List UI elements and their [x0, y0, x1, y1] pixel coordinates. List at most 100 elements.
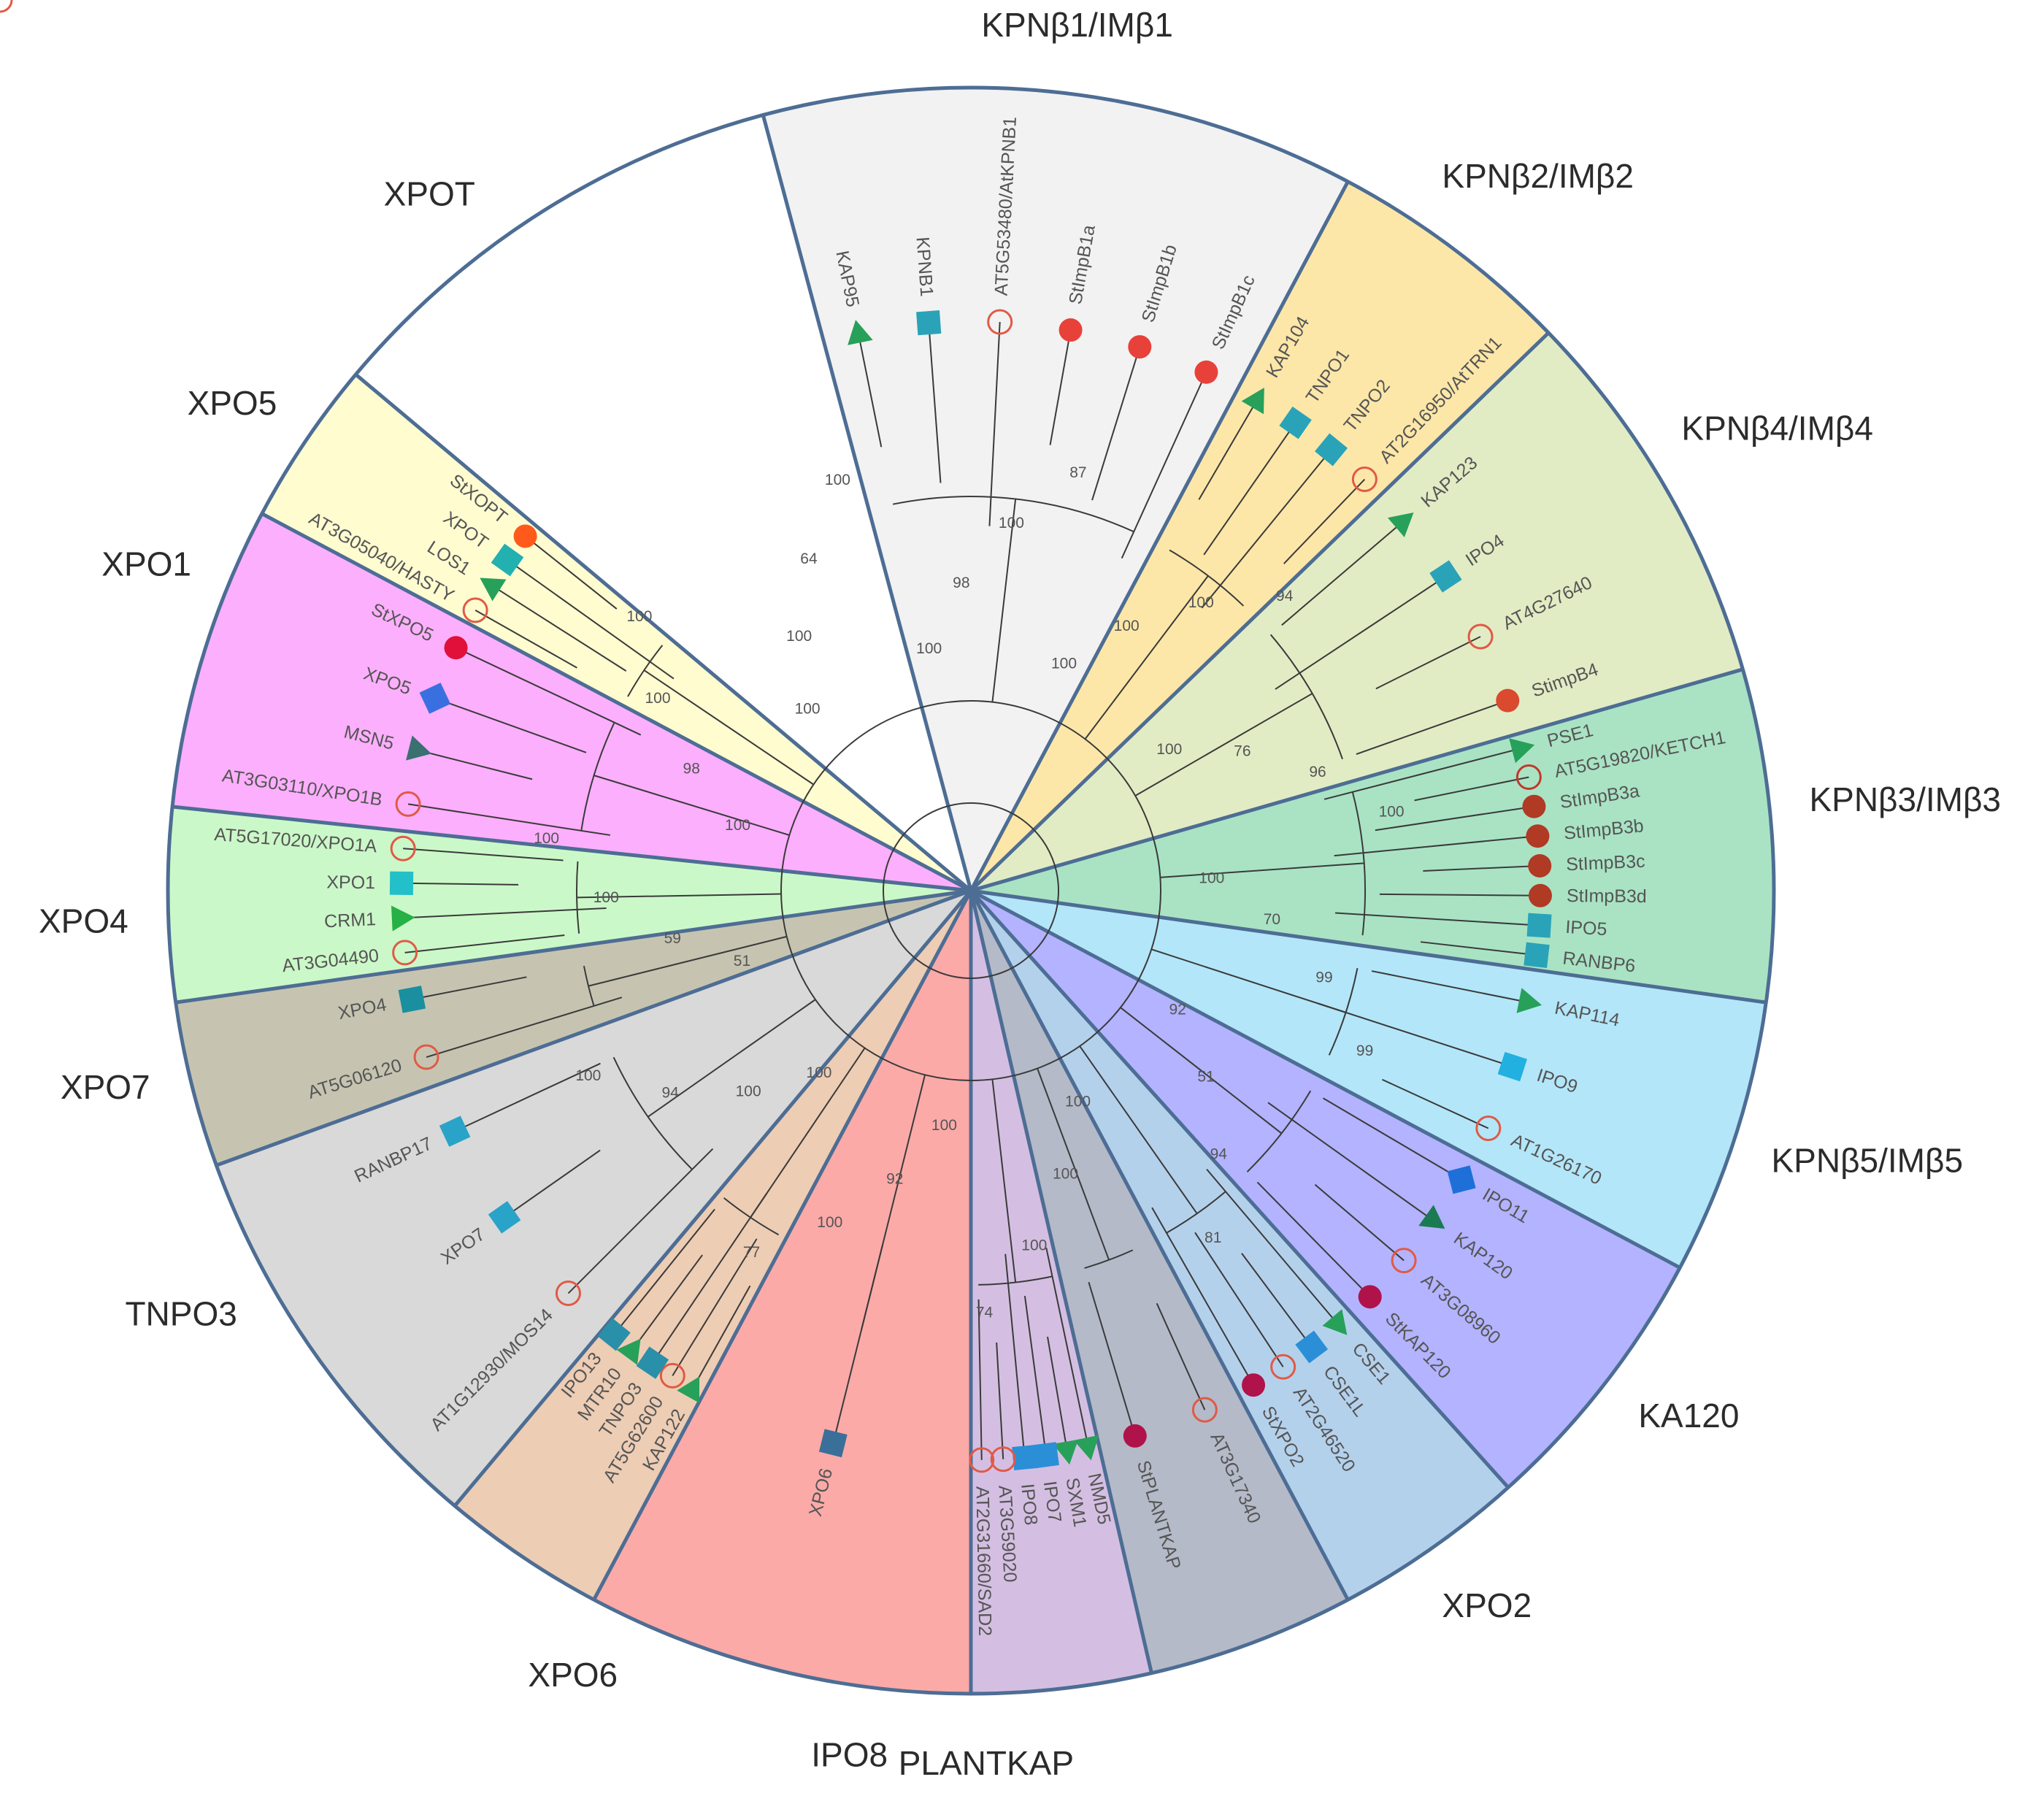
- clade-label-plantkap: PLANTKAP: [899, 1744, 1074, 1782]
- bootstrap-value: 98: [683, 761, 700, 778]
- branch: [1283, 478, 1366, 564]
- marker-cse1: [1322, 1309, 1348, 1335]
- marker-stimpb1c: [1194, 360, 1218, 384]
- branch: [1256, 1181, 1371, 1298]
- bootstrap-value: 74: [976, 1305, 994, 1321]
- branch: [996, 1342, 1004, 1459]
- bootstrap-value: 100: [626, 608, 652, 625]
- branch: [593, 775, 790, 836]
- leaf-label-at2g31660-sad2: AT2G31660/SAD2: [972, 1486, 995, 1637]
- sector-divider: [175, 888, 972, 1005]
- branch: [1156, 1302, 1206, 1410]
- leaf-label-xpo1: XPO1: [326, 872, 375, 893]
- branch: [750, 1047, 866, 1218]
- bootstrap-value: 100: [575, 1067, 601, 1084]
- marker-stimpb1a: [1058, 318, 1083, 342]
- clade-label-xpo7: XPO7: [61, 1068, 150, 1106]
- bootstrap-value: 81: [1204, 1229, 1221, 1246]
- marker-at1g12930-mos14: [555, 1281, 581, 1307]
- clade-label-kpn-1-im-1: KPNβ1/IMβ1: [981, 6, 1173, 44]
- marker-ipo13: [597, 1318, 631, 1351]
- marker-stxpo5: [444, 636, 468, 660]
- branch: [434, 697, 587, 753]
- branch: [1375, 805, 1534, 832]
- bootstrap-value: 100: [1114, 618, 1140, 634]
- bootstrap-value: 59: [664, 930, 681, 947]
- branch: [632, 1254, 703, 1350]
- sector-divider: [592, 889, 973, 1601]
- branch: [1134, 693, 1313, 796]
- clade-labels: KPNβ1/IMβ1KPNβ2/IMβ2KPNβ4/IMβ4KPNβ3/IMβ3…: [39, 6, 2001, 1782]
- branch: [1045, 1248, 1090, 1448]
- marker-stimpb1b: [1128, 335, 1152, 359]
- clade-label-kpn-3-im-3: KPNβ3/IMβ3: [1809, 780, 2001, 818]
- branch: [1121, 372, 1207, 559]
- marker-at2g46520: [1270, 1354, 1296, 1380]
- sector-xpo7: [216, 891, 971, 1506]
- marker-kap95: [848, 320, 873, 345]
- branch: [1323, 747, 1523, 800]
- bootstrap-value: 77: [743, 1244, 760, 1261]
- clade-sectors: [166, 85, 1776, 1696]
- branch: [672, 1238, 758, 1376]
- bootstrap-value: 99: [1315, 970, 1332, 986]
- sector-divider: [970, 667, 1744, 893]
- bootstrap-value: 100: [1379, 803, 1405, 820]
- clade-label-kpn-5-im-5: KPNβ5/IMβ5: [1772, 1141, 1964, 1179]
- marker-at4g27640: [1467, 623, 1494, 650]
- marker-stimpb4: [1496, 688, 1520, 713]
- branch: [991, 1079, 1017, 1283]
- branch: [1414, 776, 1529, 802]
- clade-label-xpo1: XPO1: [101, 545, 191, 583]
- clade-label-tnpo3: TNPO3: [125, 1294, 237, 1332]
- branch: [407, 803, 610, 836]
- marker-ranbp17: [439, 1116, 471, 1147]
- sector-divider: [261, 512, 972, 893]
- branch: [692, 1285, 751, 1389]
- marker-stxpo2: [1242, 1373, 1266, 1397]
- clade-label-xpo5: XPO5: [188, 384, 277, 422]
- leaf-label-kpnb1: KPNB1: [912, 236, 937, 297]
- branch: [454, 1062, 601, 1132]
- branch: [1160, 862, 1364, 878]
- branch: [1335, 912, 1540, 926]
- marker-pse1: [1509, 738, 1535, 764]
- marker-kap104: [1241, 388, 1264, 415]
- sector-divider: [969, 889, 1510, 1489]
- bootstrap-value: 100: [1051, 656, 1077, 672]
- bootstrap-value: 100: [725, 817, 750, 834]
- branch: [1371, 970, 1529, 1004]
- bootstrap-value: 100: [999, 515, 1024, 531]
- bootstrap-value: 64: [800, 550, 818, 567]
- branch: [643, 669, 815, 786]
- clade-label-ipo8: IPO8: [811, 1735, 888, 1773]
- branch: [1198, 398, 1259, 500]
- branch: [426, 997, 623, 1059]
- clade-label-xpo6: XPO6: [528, 1656, 618, 1694]
- clade-arc: [1166, 1191, 1226, 1234]
- marker-stxopt: [513, 524, 537, 548]
- marker-xpo4: [398, 986, 426, 1013]
- marker-tnpo1: [1279, 406, 1312, 439]
- branch: [1275, 575, 1446, 690]
- marker-at1g26170: [1475, 1116, 1502, 1142]
- marker-kpnb1: [916, 310, 942, 336]
- marker-stkap120: [1358, 1285, 1382, 1309]
- sector-divider: [969, 180, 1350, 892]
- marker-ipo9: [1497, 1051, 1527, 1082]
- branch: [1120, 1007, 1283, 1134]
- leaf-label-at1g72560-paused: AT1G72560/PAUSED: [0, 0, 176, 4]
- clade-arc: [1084, 1249, 1134, 1270]
- marker-ipo4: [1429, 560, 1462, 593]
- sector-plantkap: [971, 891, 1348, 1673]
- branch: [504, 1149, 601, 1218]
- bootstrap-value: 100: [1053, 1165, 1078, 1182]
- branch: [1203, 422, 1296, 556]
- bootstrap-value: 100: [817, 1214, 842, 1231]
- marker-ipo7: [1032, 1442, 1059, 1469]
- bootstrap-value: 96: [1309, 764, 1326, 780]
- marker-kap120: [1418, 1205, 1445, 1229]
- bootstrap-value: 100: [593, 889, 619, 906]
- branch: [1423, 864, 1540, 872]
